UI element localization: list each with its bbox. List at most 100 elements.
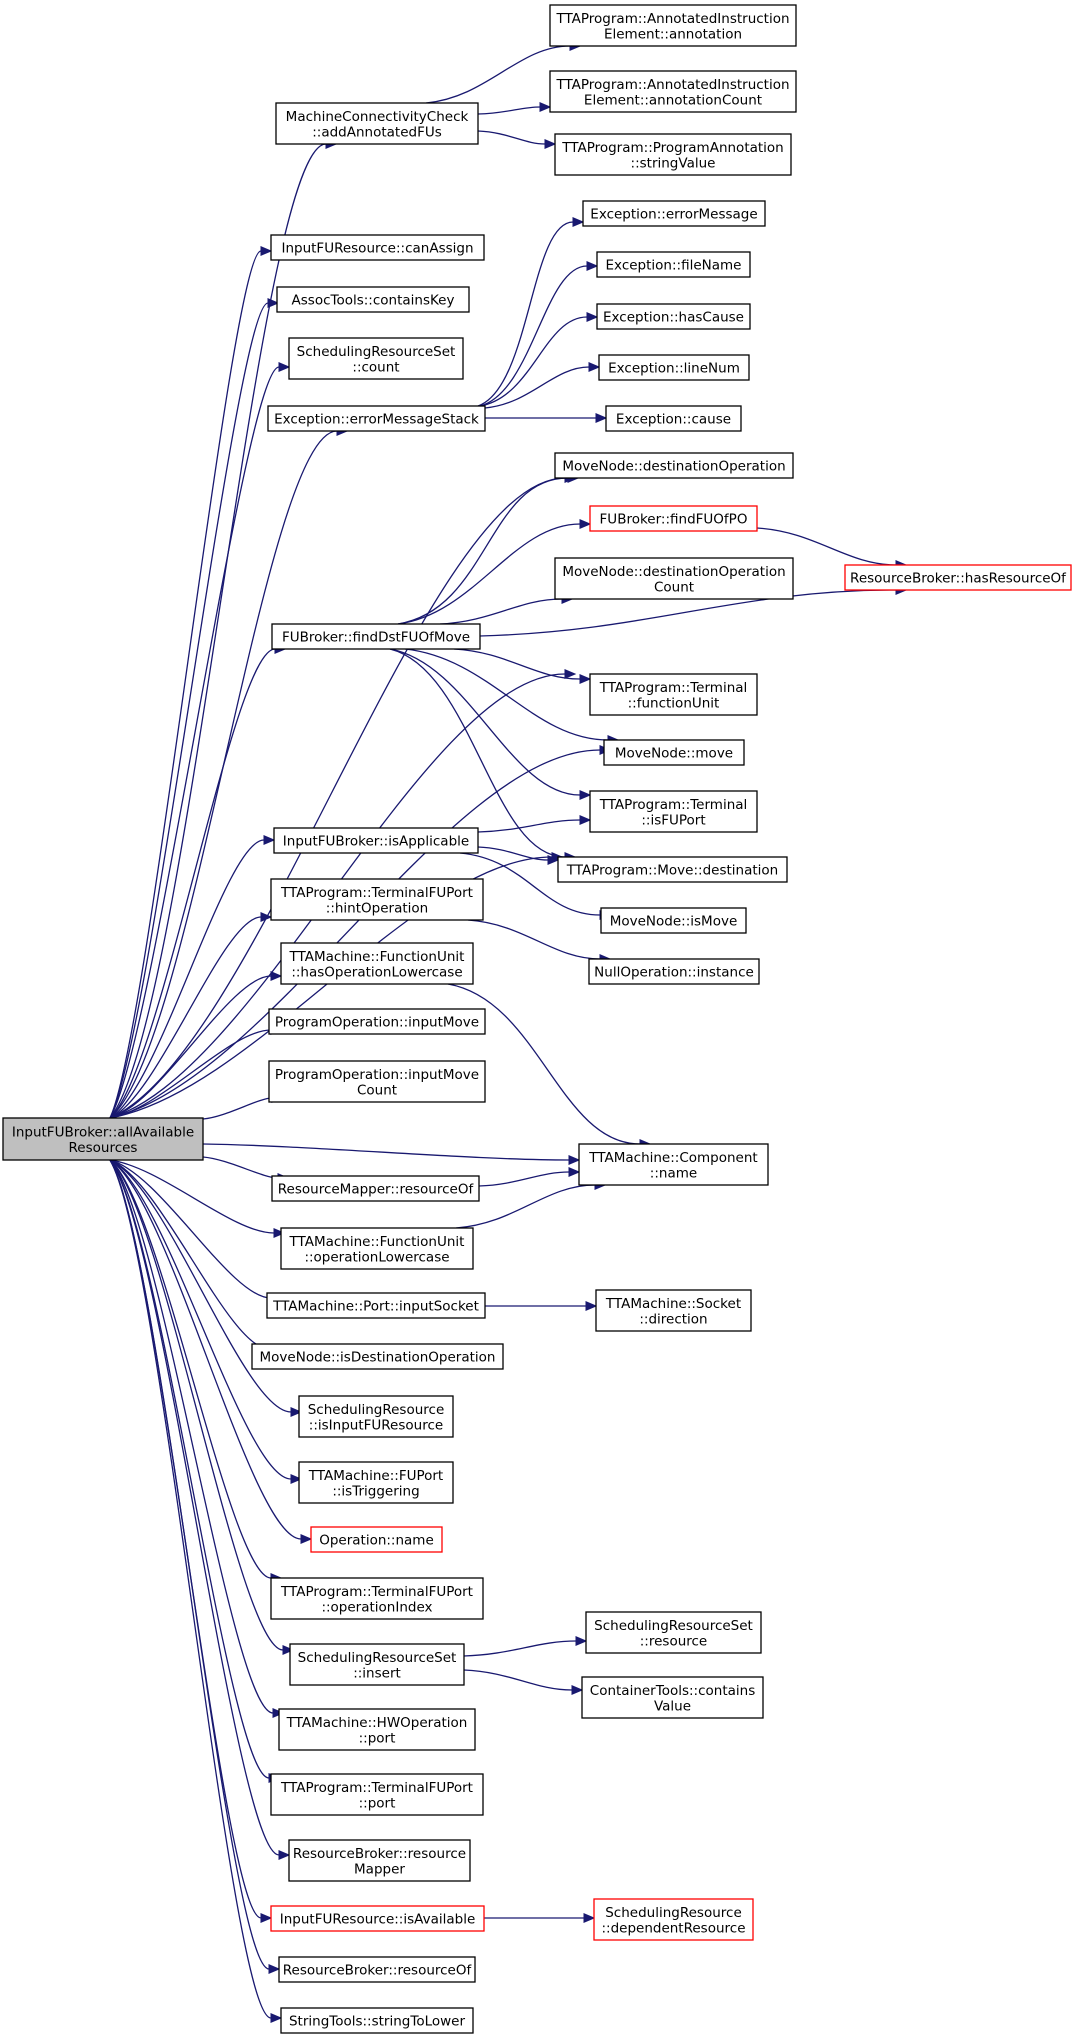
node-stringValue[interactable]: TTAProgram::ProgramAnnotation::stringVal… — [554, 133, 792, 176]
node-label: Element::annotationCount — [584, 92, 762, 108]
edge-mcc-stringValue — [477, 130, 557, 149]
node-label: ::isTriggering — [332, 1483, 419, 1499]
node-label: MachineConnectivityCheck — [286, 109, 469, 125]
node-inputSocket[interactable]: TTAMachine::Port::inputSocket — [266, 1292, 486, 1319]
node-isAvailable[interactable]: InputFUResource::isAvailable — [270, 1905, 485, 1932]
edge-srsInsert-containsValue — [463, 1669, 584, 1695]
node-dependentRes[interactable]: SchedulingResource::dependentResource — [593, 1898, 754, 1941]
node-box — [600, 907, 747, 934]
node-isTriggering[interactable]: TTAMachine::FUPort::isTriggering — [298, 1461, 454, 1504]
node-containsKey[interactable]: AssocTools::containsKey — [276, 286, 470, 313]
node-box — [549, 70, 797, 113]
edge-findDst-findFUOfPO — [397, 519, 592, 625]
edge-root-isTriggering — [109, 1159, 303, 1484]
node-direction[interactable]: TTAMachine::Socket::direction — [595, 1289, 752, 1332]
edge-resourceOf-compName — [478, 1167, 581, 1187]
node-rbResourceOf[interactable]: ResourceBroker::resourceOf — [278, 1956, 476, 1983]
node-hintOp[interactable]: TTAProgram::TerminalFUPort::hintOperatio… — [270, 878, 484, 921]
edge-arrowhead — [575, 1636, 588, 1646]
node-annotation[interactable]: TTAProgram::AnnotatedInstructionElement:… — [549, 4, 797, 47]
node-isDestOp[interactable]: MoveNode::isDestinationOperation — [251, 1343, 504, 1370]
node-cause[interactable]: Exception::cause — [605, 405, 742, 432]
node-destOp[interactable]: MoveNode::destinationOperation — [554, 452, 794, 479]
edge-arrowhead — [539, 102, 552, 112]
node-label: ::port — [359, 1795, 396, 1811]
node-opIndex[interactable]: TTAProgram::TerminalFUPort::operationInd… — [270, 1577, 484, 1620]
edge-arrowhead — [260, 246, 273, 256]
node-opLower[interactable]: TTAMachine::FunctionUnit::operationLower… — [280, 1227, 474, 1270]
edge-arrowhead — [585, 1301, 598, 1311]
node-label: ::hintOperation — [326, 900, 428, 916]
node-hasResourceOf[interactable]: ResourceBroker::hasResourceOf — [844, 564, 1072, 591]
node-mcc[interactable]: MachineConnectivityCheck::addAnnotatedFU… — [275, 102, 479, 145]
node-label: TTAProgram::Move::destination — [566, 863, 778, 879]
edge-root-rbResourceOf — [109, 1159, 281, 1974]
node-label: ::count — [352, 359, 399, 375]
node-annotationCount[interactable]: TTAProgram::AnnotatedInstructionElement:… — [549, 70, 797, 113]
node-isFUPort[interactable]: TTAProgram::Terminal::isFUPort — [589, 790, 758, 833]
node-fileName[interactable]: Exception::fileName — [596, 251, 751, 278]
node-box — [268, 1060, 486, 1103]
node-srsInsert[interactable]: SchedulingResourceSet::insert — [289, 1643, 465, 1686]
node-canAssign[interactable]: InputFUResource::canAssign — [270, 234, 485, 261]
node-resourceOf[interactable]: ResourceMapper::resourceOf — [271, 1175, 480, 1202]
node-strToLower[interactable]: StringTools::stringToLower — [280, 2007, 474, 2034]
node-hwPort[interactable]: TTAMachine::HWOperation::port — [278, 1708, 476, 1751]
node-label: Count — [654, 579, 694, 595]
node-label: SchedulingResourceSet — [594, 1618, 753, 1634]
node-destination[interactable]: TTAProgram::Move::destination — [557, 856, 788, 883]
edge-isApplicable-destination — [477, 846, 560, 865]
node-functionUnit[interactable]: TTAProgram::Terminal::functionUnit — [589, 673, 758, 716]
node-label: TTAMachine::FunctionUnit — [289, 1234, 465, 1250]
node-label: MoveNode::destinationOperation — [562, 459, 785, 475]
node-label: MoveNode::move — [615, 746, 733, 762]
node-srsCount[interactable]: SchedulingResourceSet::count — [288, 337, 464, 380]
node-nullInstance[interactable]: NullOperation::instance — [588, 958, 760, 985]
node-errMsg[interactable]: Exception::errorMessage — [582, 200, 766, 227]
node-box — [267, 405, 486, 432]
node-opName[interactable]: Operation::name — [310, 1526, 443, 1553]
node-box — [270, 234, 485, 261]
node-label: Count — [357, 1082, 397, 1098]
node-hasCause[interactable]: Exception::hasCause — [596, 303, 751, 330]
node-isApplicable[interactable]: InputFUBroker::isApplicable — [273, 827, 479, 854]
node-tfuPort[interactable]: TTAProgram::TerminalFUPort::port — [270, 1773, 484, 1816]
node-isMove[interactable]: MoveNode::isMove — [600, 907, 747, 934]
node-box — [557, 856, 788, 883]
node-lineNum[interactable]: Exception::lineNum — [598, 354, 750, 381]
node-ems[interactable]: Exception::errorMessageStack — [267, 405, 486, 432]
node-label: ::port — [359, 1730, 396, 1746]
node-label: ResourceBroker::resource — [293, 1846, 466, 1862]
node-label: ::stringValue — [631, 155, 716, 171]
node-box — [268, 1008, 486, 1035]
node-label: TTAMachine::Socket — [605, 1296, 741, 1312]
edge-arrowhead — [282, 1645, 295, 1655]
edge-root-hintOp — [109, 912, 273, 1119]
node-label: TTAProgram::Terminal — [599, 797, 748, 813]
node-hasOpLower[interactable]: TTAMachine::FunctionUnit::hasOperationLo… — [280, 942, 474, 985]
node-compName[interactable]: TTAMachine::Component::name — [578, 1143, 769, 1186]
edge-root-opName — [109, 1159, 313, 1544]
node-label: TTAMachine::Port::inputSocket — [272, 1299, 479, 1315]
edge-arrowhead — [568, 1167, 581, 1177]
node-findFUOfPO[interactable]: FUBroker::findFUOfPO — [589, 505, 758, 532]
node-label: Resources — [69, 1140, 138, 1156]
edge-arrowhead — [278, 362, 291, 372]
node-move[interactable]: MoveNode::move — [603, 739, 745, 766]
node-box — [310, 1526, 443, 1553]
node-label: InputFUResource::isAvailable — [280, 1912, 476, 1928]
node-findDst[interactable]: FUBroker::findDstFUOfMove — [271, 623, 481, 650]
edge-arrowhead — [579, 674, 592, 684]
edge-arrowhead — [583, 1913, 596, 1923]
edge-findDst-destOp — [397, 473, 580, 625]
node-srsResource[interactable]: SchedulingResourceSet::resource — [585, 1611, 762, 1654]
node-inputMove[interactable]: ProgramOperation::inputMove — [268, 1008, 486, 1035]
node-isInputFURes[interactable]: SchedulingResource::isInputFUResource — [298, 1395, 454, 1438]
edge-arrowhead — [272, 1708, 285, 1718]
edge-isApplicable-isFUPort — [477, 815, 592, 833]
